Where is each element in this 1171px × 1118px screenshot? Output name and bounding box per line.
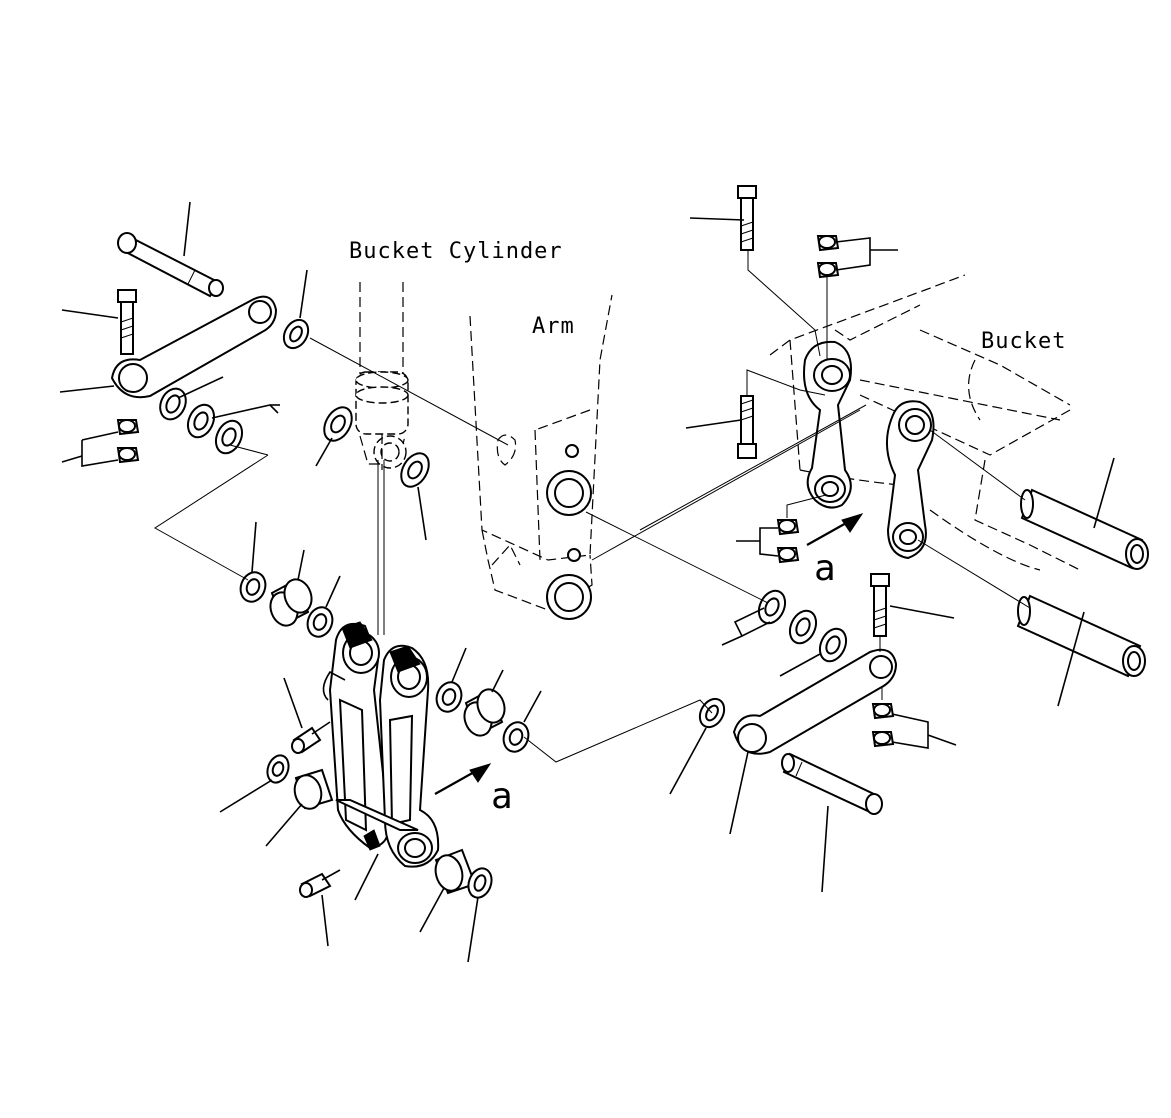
label-view-a-left: a <box>491 776 513 817</box>
assembly-guide-lines <box>154 250 1031 763</box>
label-arm: Arm <box>532 314 575 339</box>
nuts-lower-right <box>871 703 895 748</box>
label-bucket-cylinder: Bucket Cylinder <box>349 239 563 264</box>
washers-upper-left <box>159 318 310 455</box>
bolt-lower-right <box>870 573 890 637</box>
label-bucket: Bucket <box>981 329 1066 354</box>
grease-fittings <box>291 721 341 898</box>
arrow-a-right <box>806 513 864 546</box>
pin-lower-right <box>781 752 883 815</box>
bucket-bracket <box>803 340 935 560</box>
h-link <box>322 621 440 868</box>
nuts-upper-left <box>116 419 140 464</box>
pin-right-upper <box>1020 488 1149 570</box>
link-plate-upper-left <box>110 295 278 399</box>
leader-lines <box>59 201 1115 963</box>
washers-cylinder <box>323 406 430 488</box>
label-view-a-right: a <box>814 548 836 589</box>
pin-upper-left <box>117 232 224 298</box>
pin-right-lower <box>1016 594 1146 678</box>
arrow-a-left <box>434 763 492 795</box>
bolt-upper-left <box>117 289 137 355</box>
nuts-mid-right <box>776 519 800 564</box>
arm-outline <box>469 294 613 620</box>
bushings-center <box>239 571 530 899</box>
link-plate-lower-right <box>732 648 898 755</box>
bolt-mid-right <box>737 395 757 459</box>
bolt-top-right <box>737 185 757 251</box>
nuts-top-right <box>816 235 840 279</box>
